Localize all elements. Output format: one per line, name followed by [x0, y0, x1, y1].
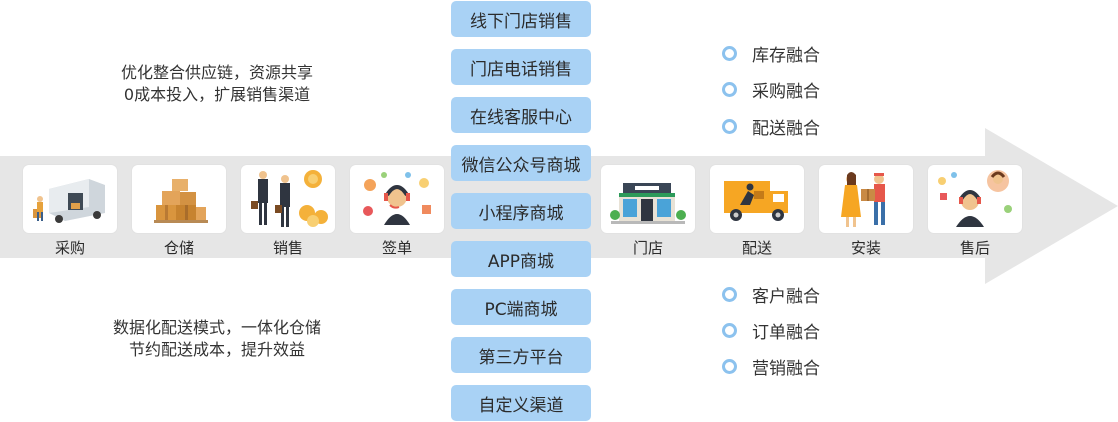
bullet-ring-icon	[722, 118, 737, 134]
truck-unloading-icon	[33, 179, 105, 223]
customer-service-icon	[363, 172, 431, 225]
after-sales-support-icon	[938, 170, 1012, 227]
fusion-label: 配送融合	[752, 118, 820, 139]
shopping-mall-icon	[610, 183, 686, 224]
step-card	[241, 165, 335, 233]
step-card	[23, 165, 117, 233]
stacked-boxes-icon	[154, 179, 208, 223]
step-card	[710, 165, 804, 233]
step-card	[601, 165, 695, 233]
fusion-item-delivery: 配送融合	[722, 114, 882, 139]
delivery-truck-icon	[724, 181, 788, 221]
fusion-label: 订单融合	[752, 322, 820, 343]
fusion-item-inventory: 库存融合	[722, 41, 882, 66]
top-description-line1: 优化整合供应链，资源共享	[120, 63, 313, 82]
step-warehouse: 仓储	[132, 165, 226, 257]
fusion-item-order: 订单融合	[722, 318, 882, 343]
bullet-ring-icon	[722, 286, 737, 302]
step-delivery: 配送	[710, 165, 804, 257]
step-after-sales: 售后	[928, 165, 1022, 257]
step-card	[928, 165, 1022, 233]
fusion-label: 采购融合	[752, 81, 820, 102]
channel-app-mall: APP商城	[451, 241, 591, 277]
channel-store-phone: 门店电话销售	[451, 49, 591, 85]
step-label: 仓储	[163, 239, 194, 257]
step-label: 安装	[850, 239, 881, 257]
step-label: 售后	[959, 239, 990, 257]
step-signing: 签单	[350, 165, 444, 257]
bottom-description-line2: 节约配送成本，提升效益	[128, 340, 305, 359]
step-store: 门店	[601, 165, 695, 257]
fusion-item-purchase: 采购融合	[722, 77, 882, 102]
step-label: 配送	[741, 239, 772, 257]
step-card	[132, 165, 226, 233]
bullet-ring-icon	[722, 45, 737, 61]
fusion-label: 营销融合	[752, 358, 820, 379]
fusion-label: 库存融合	[752, 45, 820, 66]
step-label: 签单	[381, 239, 412, 257]
bullet-ring-icon	[722, 81, 737, 97]
fusion-item-marketing: 营销融合	[722, 354, 882, 379]
step-label: 销售	[272, 239, 303, 257]
fusion-item-customer: 客户融合	[722, 282, 882, 307]
step-purchase: 采购	[23, 165, 117, 257]
step-card	[819, 165, 913, 233]
step-sales: 销售	[241, 165, 335, 257]
businessmen-coins-icon	[251, 170, 328, 227]
fusion-label: 客户融合	[752, 286, 820, 307]
bottom-description-line1: 数据化配送模式，一体化仓储	[112, 318, 321, 337]
channel-wechat-mall: 微信公众号商城	[451, 145, 591, 181]
top-description-line2: 0成本投入，扩展销售渠道	[123, 85, 311, 104]
step-label: 门店	[632, 239, 663, 257]
step-installation: 安装	[819, 165, 913, 257]
channel-custom: 自定义渠道	[451, 385, 591, 421]
step-label: 采购	[54, 239, 85, 257]
bullet-ring-icon	[722, 322, 737, 338]
package-handover-icon	[841, 172, 885, 227]
channel-third-party: 第三方平台	[451, 337, 591, 373]
bottom-description: 数据化配送模式，一体化仓储 节约配送成本，提升效益	[2, 317, 432, 361]
step-card	[350, 165, 444, 233]
channel-pc-mall: PC端商城	[451, 289, 591, 325]
channel-online-service: 在线客服中心	[451, 97, 591, 133]
channel-offline-store: 线下门店销售	[451, 1, 591, 37]
bullet-ring-icon	[722, 358, 737, 374]
channel-mini-program: 小程序商城	[451, 193, 591, 229]
top-description: 优化整合供应链，资源共享 0成本投入，扩展销售渠道	[2, 62, 432, 106]
